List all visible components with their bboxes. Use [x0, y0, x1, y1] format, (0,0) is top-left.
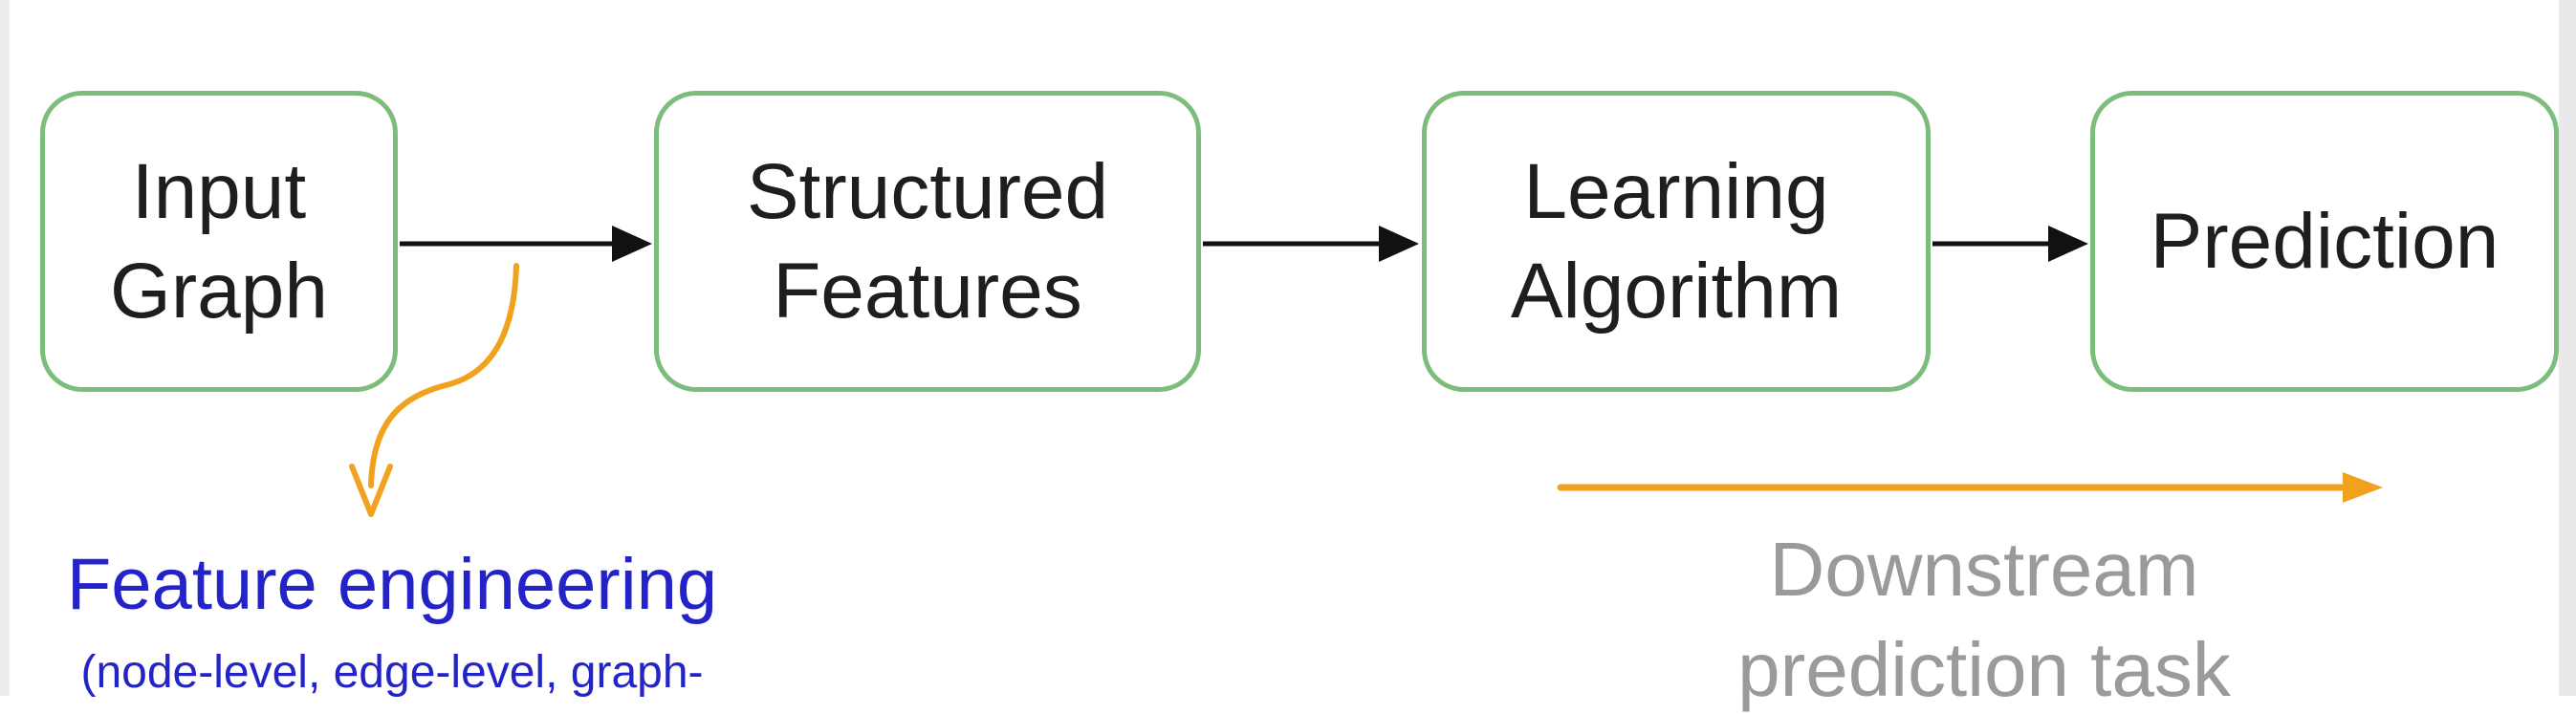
feature-engineering-subtitle: (node-level, edge-level, graph-: [80, 647, 704, 698]
learning-algorithm-box: Learning Algorithm: [1422, 91, 1931, 392]
diagram-connectors: [349, 226, 2383, 517]
prediction-label: Prediction: [2150, 197, 2500, 285]
feature-engineering-curved-arrow: [349, 263, 519, 517]
downstream-label-line1: Downstream: [1769, 527, 2199, 612]
feature-engineering-title: Feature engineering: [66, 544, 718, 625]
structured-features-label: Structured Features: [746, 147, 1109, 335]
arrow-structured-to-learning: [1203, 226, 1419, 262]
input-graph-label: Input Graph: [110, 147, 328, 335]
arrow-input-to-structured: [400, 226, 652, 262]
left-edge-strip: [0, 0, 10, 696]
right-edge-strip: [2559, 0, 2576, 696]
input-graph-box: Input Graph: [40, 91, 398, 392]
arrow-learning-to-prediction: [1932, 226, 2088, 262]
downstream-arrow: [1557, 472, 2383, 503]
structured-features-box: Structured Features: [654, 91, 1201, 392]
downstream-label-line2: prediction task: [1737, 627, 2231, 712]
prediction-box: Prediction: [2090, 91, 2559, 392]
learning-algorithm-label: Learning Algorithm: [1510, 147, 1843, 335]
